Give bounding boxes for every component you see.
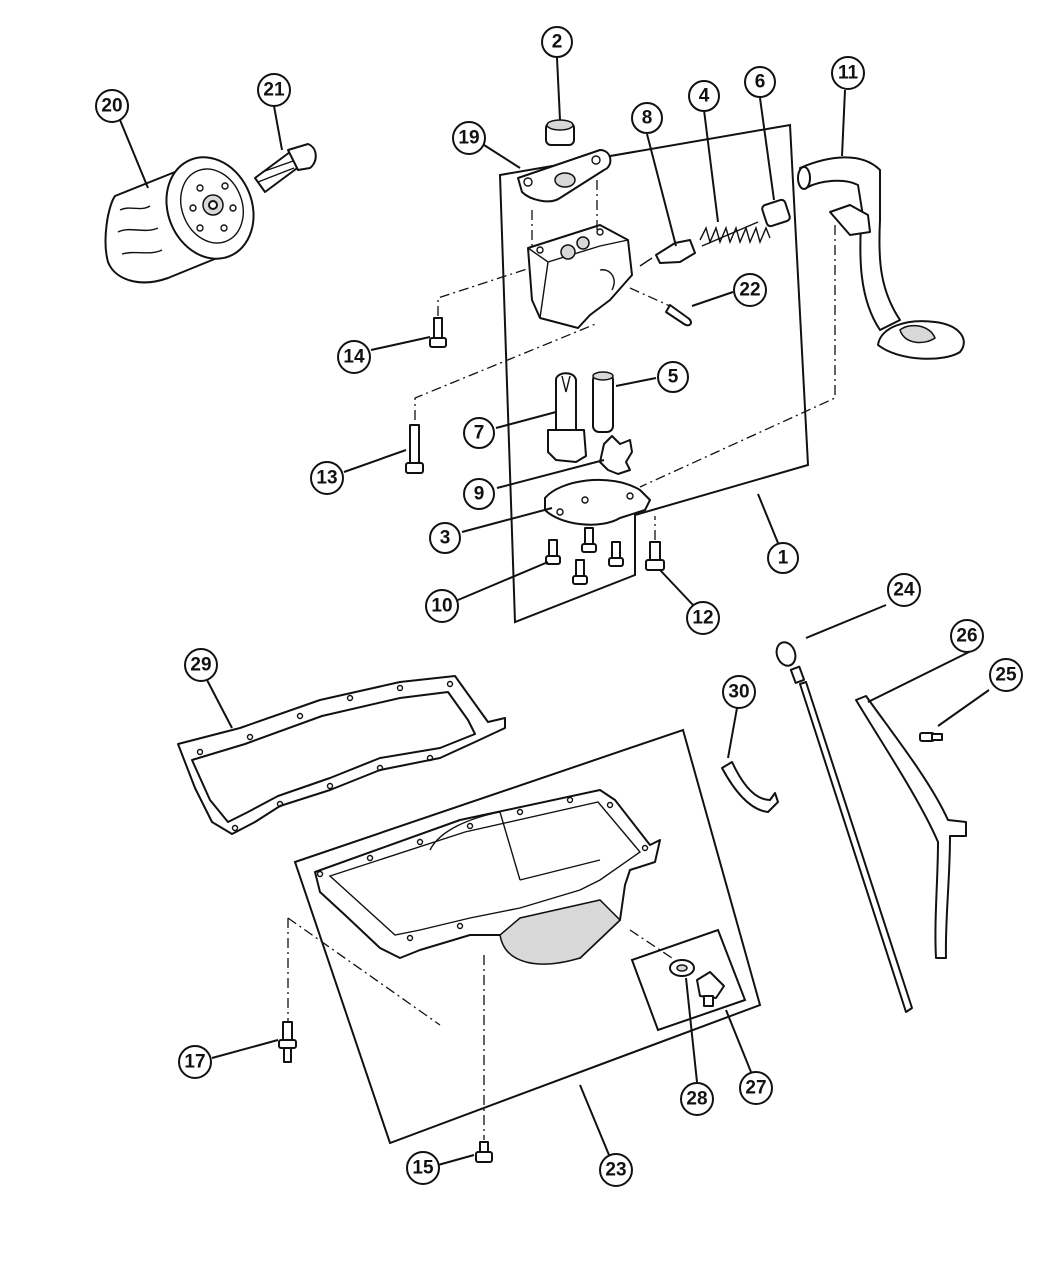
pump-mounting-plate	[517, 149, 612, 203]
callout-11[interactable]: 11	[831, 56, 865, 90]
leader-lines	[119, 57, 990, 1166]
callout-13[interactable]: 13	[310, 461, 344, 495]
svg-text:11: 11	[838, 63, 859, 84]
svg-text:9: 9	[474, 484, 485, 505]
svg-text:26: 26	[956, 626, 977, 647]
svg-text:17: 17	[184, 1052, 205, 1073]
callout-3[interactable]: 3	[429, 522, 461, 554]
drain-plug-group-frame	[630, 928, 747, 1032]
callout-24[interactable]: 24	[887, 573, 921, 607]
svg-text:24: 24	[893, 580, 915, 601]
svg-text:28: 28	[686, 1089, 707, 1110]
pump-cover-bolts	[545, 527, 624, 585]
dipstick-tube-bolt	[919, 732, 943, 742]
drain-plug-washer	[669, 959, 695, 977]
callout-6[interactable]: 6	[744, 66, 776, 98]
callout-2[interactable]: 2	[541, 26, 573, 58]
svg-text:23: 23	[605, 1160, 626, 1181]
pump-bolt-short	[429, 317, 447, 348]
relief-valve-plunger	[639, 239, 696, 267]
callout-19[interactable]: 19	[452, 121, 486, 155]
callout-30[interactable]: 30	[722, 675, 756, 709]
callout-22[interactable]: 22	[733, 273, 767, 307]
svg-text:14: 14	[343, 347, 365, 368]
svg-text:7: 7	[474, 423, 485, 444]
relief-valve-retainer	[761, 198, 791, 228]
svg-text:21: 21	[263, 80, 285, 101]
oil-pan-gasket	[177, 675, 506, 835]
svg-text:2: 2	[552, 32, 563, 53]
relief-valve-cap	[545, 119, 575, 146]
drain-plug	[696, 971, 725, 1007]
svg-text:29: 29	[190, 655, 211, 676]
callout-28[interactable]: 28	[680, 1082, 714, 1116]
idler-gear-shaft	[592, 371, 614, 433]
svg-text:22: 22	[739, 280, 760, 301]
callout-27[interactable]: 27	[739, 1071, 773, 1105]
callout-26[interactable]: 26	[950, 619, 984, 653]
callout-20[interactable]: 20	[95, 89, 129, 123]
callout-17[interactable]: 17	[178, 1045, 212, 1079]
pan-bolt	[475, 1141, 493, 1163]
oil-pump-group-frame	[498, 123, 810, 624]
pan-bolt-alignment	[287, 917, 673, 1140]
callout-8[interactable]: 8	[631, 102, 663, 134]
svg-text:5: 5	[668, 367, 679, 388]
callout-9[interactable]: 9	[463, 478, 495, 510]
dipstick-tube	[855, 695, 967, 959]
callout-4[interactable]: 4	[688, 80, 720, 112]
callout-23[interactable]: 23	[599, 1153, 633, 1187]
svg-text:30: 30	[728, 682, 749, 703]
callout-15[interactable]: 15	[406, 1151, 440, 1185]
callout-29[interactable]: 29	[184, 648, 218, 682]
pump-bolt-long	[405, 424, 424, 474]
callout-1[interactable]: 1	[767, 542, 799, 574]
svg-text:25: 25	[995, 665, 1017, 686]
callout-14[interactable]: 14	[337, 340, 371, 374]
callout-25[interactable]: 25	[989, 658, 1023, 692]
oil-filter	[104, 156, 255, 284]
callout-10[interactable]: 10	[425, 589, 459, 623]
svg-text:3: 3	[440, 528, 451, 549]
svg-text:12: 12	[692, 608, 713, 629]
oil-dipstick	[775, 641, 913, 1013]
callout-12[interactable]: 12	[686, 601, 720, 635]
callout-7[interactable]: 7	[463, 417, 495, 449]
callout-5[interactable]: 5	[657, 361, 689, 393]
pan-bracket-clip	[721, 761, 779, 813]
cotter-pin	[665, 304, 692, 327]
filter-adapter-fitting	[254, 143, 317, 193]
svg-text:1: 1	[778, 548, 789, 569]
pan-stud	[278, 1021, 297, 1063]
svg-text:4: 4	[699, 86, 710, 107]
pickup-tube-bolt	[645, 541, 665, 571]
svg-text:15: 15	[412, 1158, 434, 1179]
pump-cover	[544, 478, 651, 526]
oil-pan	[314, 789, 661, 965]
oil-pan-group-frame	[293, 728, 762, 1145]
svg-text:13: 13	[316, 468, 337, 489]
svg-text:6: 6	[755, 72, 766, 93]
svg-text:20: 20	[101, 96, 122, 117]
svg-text:10: 10	[431, 596, 452, 617]
idler-gear	[599, 435, 633, 475]
pump-alignment-line	[531, 180, 598, 250]
svg-text:19: 19	[458, 128, 479, 149]
svg-text:8: 8	[642, 108, 653, 129]
oil-pickup-tube	[797, 156, 965, 360]
callout-21[interactable]: 21	[257, 73, 291, 107]
pump-drive-shaft	[547, 372, 587, 463]
relief-valve-spring	[699, 221, 771, 247]
svg-text:27: 27	[745, 1078, 766, 1099]
pickup-alignment-line	[639, 225, 836, 488]
oil-pump-body	[527, 224, 633, 329]
